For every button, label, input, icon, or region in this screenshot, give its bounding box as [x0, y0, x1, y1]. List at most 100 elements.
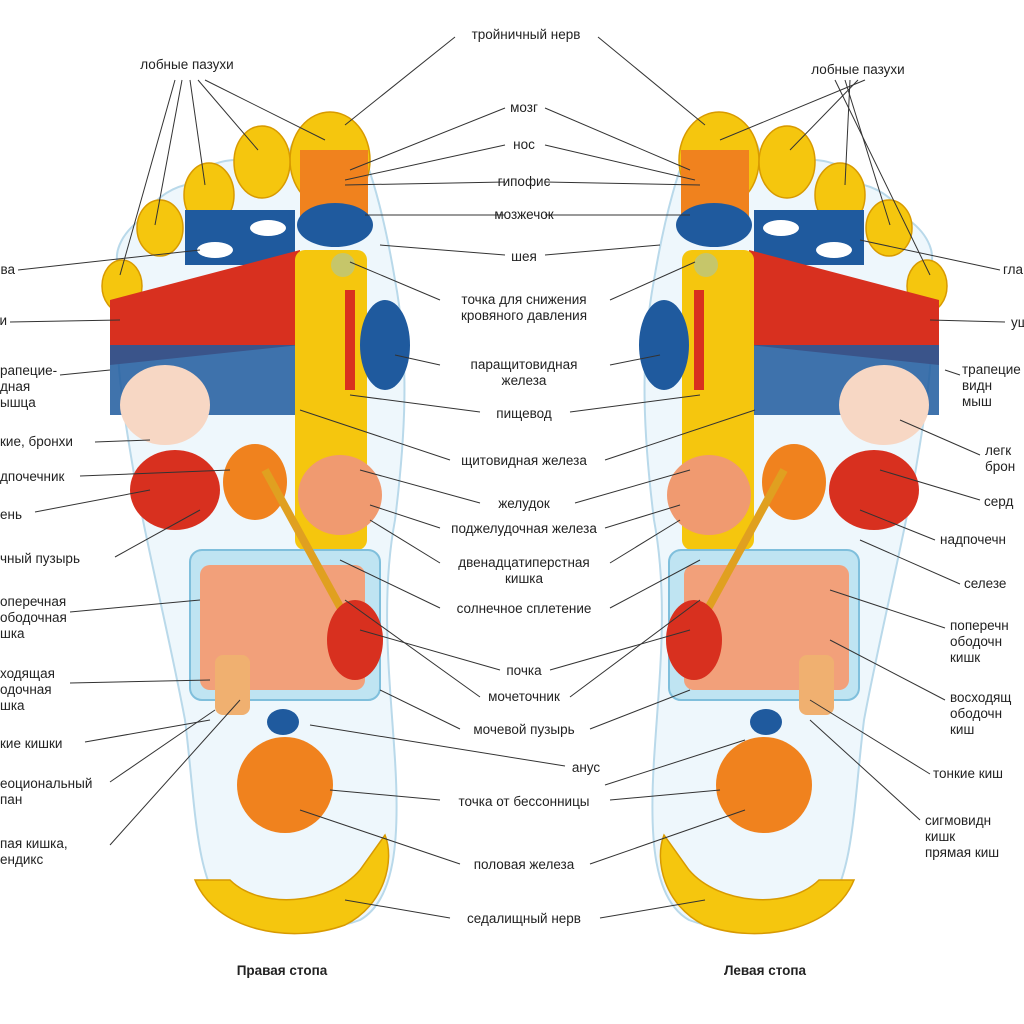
left-eye-2	[763, 220, 799, 236]
label-frontal-sinus-left: лобные пазухи	[811, 62, 905, 77]
left-ear-shoulder-zone	[749, 250, 939, 365]
leader-line	[309, 724, 566, 767]
leader-line	[574, 469, 691, 504]
leader-line	[369, 504, 441, 529]
leader-line	[329, 789, 441, 801]
leader-line	[809, 699, 931, 775]
right-kidney-zone	[327, 600, 383, 680]
leader-line	[344, 144, 506, 181]
label-left-adrenal: дпочечник	[0, 469, 65, 484]
label-thyroid: щитовидная железа	[461, 453, 587, 468]
leader-line	[609, 354, 661, 366]
right-blood-pressure-point	[331, 253, 355, 277]
leader-line	[544, 144, 696, 181]
leader-line	[154, 79, 183, 226]
leader-line	[844, 79, 891, 226]
label-sciatic-nerve: седалищный нерв	[467, 911, 581, 926]
leader-line	[604, 409, 756, 461]
label-left-small-intestine: кие кишки	[0, 736, 63, 751]
label-right-ear: уш	[1011, 315, 1024, 330]
label-cerebellum: мозжечок	[494, 207, 554, 222]
label-nose: нос	[513, 137, 535, 152]
leader-line	[834, 79, 931, 276]
label-left-eye: ва	[0, 262, 15, 277]
label-left-cecum: пая кишка, ендикс	[0, 836, 68, 867]
label-left-ascending-colon: ходящая одочная шка	[0, 666, 55, 713]
right-toe-2	[233, 125, 291, 199]
leader-line	[609, 261, 696, 301]
leader-line	[349, 394, 481, 413]
left-cerebellum-zone	[676, 203, 752, 247]
leader-line	[344, 181, 506, 186]
leader-line	[829, 589, 946, 629]
leader-line	[544, 244, 661, 256]
label-left-ileocecal: еоциональный пан	[0, 776, 93, 807]
leader-line	[589, 809, 746, 865]
leader-line	[789, 79, 859, 151]
left-gonad-zone	[716, 737, 812, 833]
leader-line	[719, 79, 866, 141]
label-left-lungs: кие, бронхи	[0, 434, 73, 449]
label-right-small-intestine: тонкие киш	[933, 766, 1003, 781]
right-sciatic-zone	[193, 833, 390, 935]
leader-line	[359, 469, 481, 504]
leader-line	[829, 639, 946, 701]
leader-line	[569, 394, 701, 413]
leader-line	[589, 689, 691, 730]
label-pituitary: гипофис	[497, 174, 551, 189]
leader-line	[549, 629, 691, 671]
right-toe-4	[136, 199, 184, 257]
label-neck: шея	[511, 249, 537, 264]
leader-line	[34, 489, 151, 513]
left-foot	[639, 111, 948, 935]
left-liver-zone	[829, 450, 919, 530]
left-parathyroid-zone	[639, 300, 689, 390]
left-stomach-zone	[667, 455, 751, 535]
label-right-trapezius: трапецие видн мыш	[962, 362, 1021, 409]
leader-line	[114, 509, 201, 558]
leader-line	[339, 559, 441, 609]
label-gonad: половая железа	[473, 857, 575, 872]
left-toe-4	[865, 199, 913, 257]
leader-line	[899, 419, 981, 456]
label-left-transverse-colon: оперечная ободочная шка	[0, 594, 67, 641]
leader-line	[609, 789, 721, 801]
leader-line	[929, 319, 1006, 323]
left-blood-pressure-point	[694, 253, 718, 277]
leader-line	[204, 79, 326, 141]
label-anus: анус	[571, 760, 601, 775]
leader-line	[349, 107, 506, 171]
leader-line	[359, 629, 501, 671]
right-cecum-zone	[215, 655, 250, 715]
label-frontal-sinus-right: лобные пазухи	[140, 57, 234, 72]
leader-line	[609, 559, 701, 609]
leader-line	[79, 469, 231, 477]
label-right-transverse-colon: поперечн ободочн кишк	[950, 618, 1009, 665]
right-anus-zone	[267, 709, 299, 735]
label-blood-pressure-point: точка для снижения кровяного давления	[460, 292, 588, 323]
left-anus-zone	[750, 709, 782, 735]
leader-line	[119, 79, 176, 276]
leader-line	[809, 719, 921, 821]
leader-line	[69, 679, 211, 684]
leader-line	[604, 504, 681, 529]
label-left-ear: и	[0, 313, 7, 328]
leader-line	[189, 79, 206, 186]
leader-line	[879, 469, 981, 501]
leader-line	[859, 509, 936, 541]
label-right-lungs: легк брон	[985, 443, 1016, 474]
right-eye-1	[197, 242, 233, 258]
leader-line	[604, 739, 746, 786]
right-ear-shoulder-zone	[110, 250, 300, 365]
label-esophagus: пищевод	[496, 406, 552, 421]
right-lung-zone	[120, 365, 210, 445]
leader-lines	[9, 36, 1006, 919]
left-toe-2	[758, 125, 816, 199]
right-liver-zone	[130, 450, 220, 530]
leader-line	[299, 409, 451, 461]
leader-line	[94, 439, 151, 443]
right-stomach-zone	[298, 455, 382, 535]
leader-line	[17, 249, 201, 271]
left-lung-zone	[839, 365, 929, 445]
